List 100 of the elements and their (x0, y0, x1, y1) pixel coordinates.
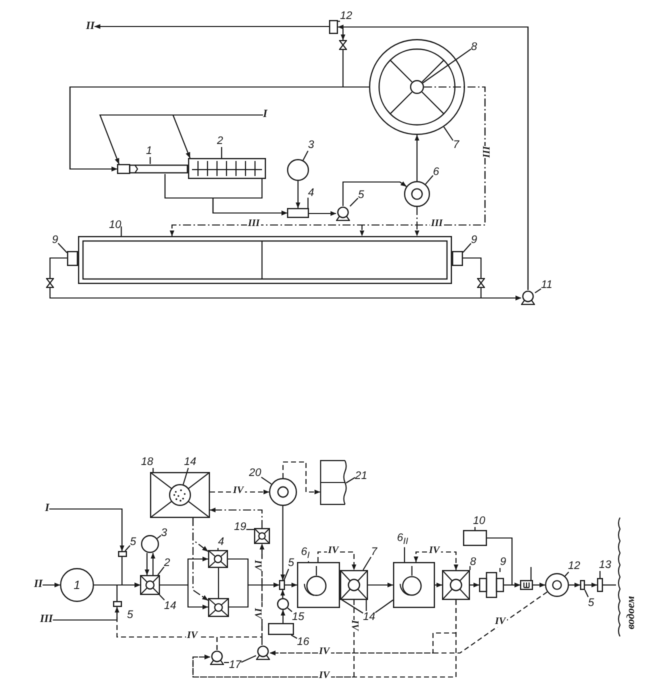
edge-label: IV (428, 545, 441, 556)
leader-line (224, 662, 229, 664)
leader-line (302, 150, 308, 161)
leader-line (217, 548, 219, 550)
leader-line (182, 468, 189, 485)
leader-line (307, 198, 309, 208)
leader-line (290, 634, 298, 639)
callout-number: 6 (433, 166, 440, 178)
callout-number: 8 (471, 41, 478, 53)
flow-arrow (270, 591, 548, 656)
flow-arrow (470, 582, 480, 588)
leader-line (246, 528, 254, 530)
flow-arrow (69, 86, 369, 172)
edge-label: IV (494, 616, 507, 627)
callout-number: 21 (355, 470, 368, 482)
flow-arrow (144, 553, 150, 576)
water-body-label: водоем (625, 596, 638, 629)
leader-line (241, 655, 256, 663)
tank-circle: 1 (60, 568, 94, 602)
callout-number: 7 (371, 546, 378, 558)
callout-number: 15 (292, 611, 304, 623)
flow-arrow (210, 508, 263, 528)
leader-line (58, 242, 68, 254)
flow-arrow (94, 24, 329, 29)
callout-number: 7 (453, 139, 460, 151)
edge-label: III (247, 218, 261, 229)
flow-line (463, 257, 482, 278)
callout-number: 16 (297, 636, 310, 648)
leader-line (340, 598, 364, 614)
leader-line (499, 568, 501, 572)
leader-line (425, 175, 434, 185)
flow-arrow (150, 552, 156, 575)
flow-line (218, 568, 220, 598)
flow-arrow (309, 211, 336, 216)
callout-number: 11 (541, 279, 552, 291)
edge-label: IV (232, 485, 245, 496)
flow-arrow (42, 582, 60, 588)
callout-number: 20 (249, 467, 262, 479)
flow-arrow (480, 288, 522, 300)
flow-arrow (282, 461, 320, 494)
callout-number: 10 (109, 219, 122, 231)
leader-line (422, 48, 472, 84)
flow-arrow (192, 600, 355, 678)
leader-line (150, 157, 151, 164)
callout-number: 5 (288, 557, 294, 569)
leader-line (350, 198, 358, 207)
flow-arrow (368, 582, 394, 588)
stream-label: III (40, 613, 53, 626)
leader-line (530, 567, 532, 580)
leader-line (374, 600, 394, 614)
flow-arrow (280, 610, 286, 623)
flow-arrow (585, 582, 598, 588)
leader-line (156, 534, 162, 539)
callout-number: 4 (308, 187, 314, 199)
leader-line (584, 590, 589, 598)
leader-line (362, 556, 372, 570)
flow-arrow (192, 518, 208, 601)
flow-arrow (533, 582, 546, 588)
callout-number: 12 (568, 560, 580, 572)
callout-number: 18 (141, 456, 154, 468)
stream-label: I (263, 108, 268, 121)
leader-line (462, 243, 472, 253)
callout-number: 14 (164, 600, 176, 612)
leader-line (469, 566, 471, 570)
flow-arrow (116, 582, 140, 601)
flow-arrow (49, 508, 124, 552)
callout-number: 5 (588, 597, 594, 609)
callout-number: 14 (184, 456, 196, 468)
stream-label: II (34, 578, 43, 591)
callout-number: 9 (471, 234, 478, 246)
leader-line (120, 226, 122, 236)
stream-label: IV (318, 670, 331, 681)
stream-label: III (430, 218, 444, 229)
callout-number: 9 (500, 556, 506, 568)
flow-arrow (280, 506, 286, 580)
leader-line (284, 568, 290, 580)
edge-label: IV (327, 545, 340, 556)
flow-arrow (170, 86, 486, 236)
leader-line (124, 545, 130, 552)
callout-number: 19 (234, 521, 246, 533)
leader-line (260, 476, 272, 485)
leader-line (308, 561, 310, 562)
callout-number: 10 (473, 515, 486, 527)
flow-arrow (487, 537, 520, 588)
flow-line (49, 257, 67, 278)
flow-arrow (280, 590, 286, 598)
flow-arrow (296, 181, 300, 208)
flow-arrow (160, 584, 208, 610)
callout-number: 2 (217, 135, 224, 147)
callout-number: 2 (164, 557, 170, 569)
callout-number: 5 (127, 609, 134, 621)
leader-line (152, 468, 154, 472)
leader-line (287, 607, 292, 612)
leader-line (346, 477, 356, 484)
flow-arrow (317, 551, 356, 570)
callout-number: 12 (340, 10, 352, 22)
flow-arrow (435, 582, 442, 588)
edge-label: IV (186, 630, 199, 641)
leader-line (221, 147, 222, 158)
flow-arrow (285, 582, 298, 588)
